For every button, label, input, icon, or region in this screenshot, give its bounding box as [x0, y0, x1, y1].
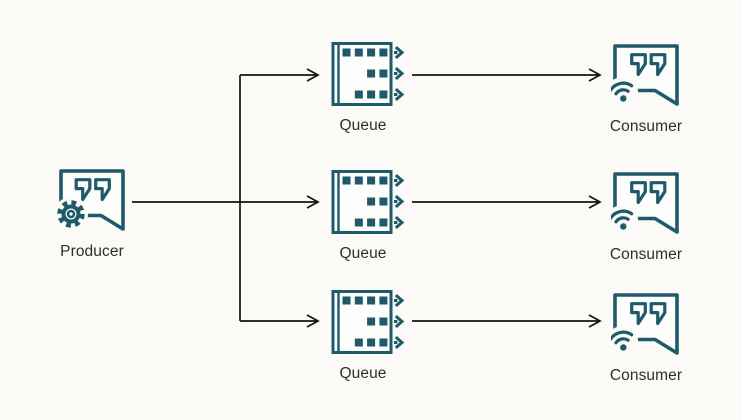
node-consumer-3: Consumer: [610, 291, 682, 384]
consumer-label: Consumer: [609, 246, 683, 263]
queue-icon: [331, 42, 405, 106]
chat-bubble-gear-icon: [57, 169, 125, 231]
chevron-right-icons: [394, 293, 405, 350]
node-queue-1: Queue: [330, 41, 408, 134]
queue-icon: [331, 170, 405, 234]
wifi-icon: [611, 326, 639, 357]
node-producer: Producer: [57, 167, 127, 260]
chevron-right-icons: [394, 45, 405, 102]
consumer-label: Consumer: [609, 367, 683, 384]
node-consumer-1: Consumer: [610, 42, 682, 135]
node-queue-3: Queue: [330, 289, 408, 382]
queue-label: Queue: [339, 245, 387, 262]
gear-icon: [57, 197, 88, 231]
producer-label: Producer: [60, 243, 124, 260]
chat-bubble-wifi-icon: [611, 293, 679, 357]
node-queue-2: Queue: [330, 169, 408, 262]
wifi-icon: [611, 77, 639, 108]
queue-label: Queue: [339, 365, 387, 382]
queue-icon: [331, 290, 405, 354]
chevron-right-icons: [394, 173, 405, 230]
chat-bubble-wifi-icon: [611, 44, 679, 108]
queue-label: Queue: [339, 117, 387, 134]
chat-bubble-wifi-icon: [611, 172, 679, 236]
consumer-label: Consumer: [609, 118, 683, 135]
node-consumer-2: Consumer: [610, 170, 682, 263]
wifi-icon: [611, 205, 639, 236]
